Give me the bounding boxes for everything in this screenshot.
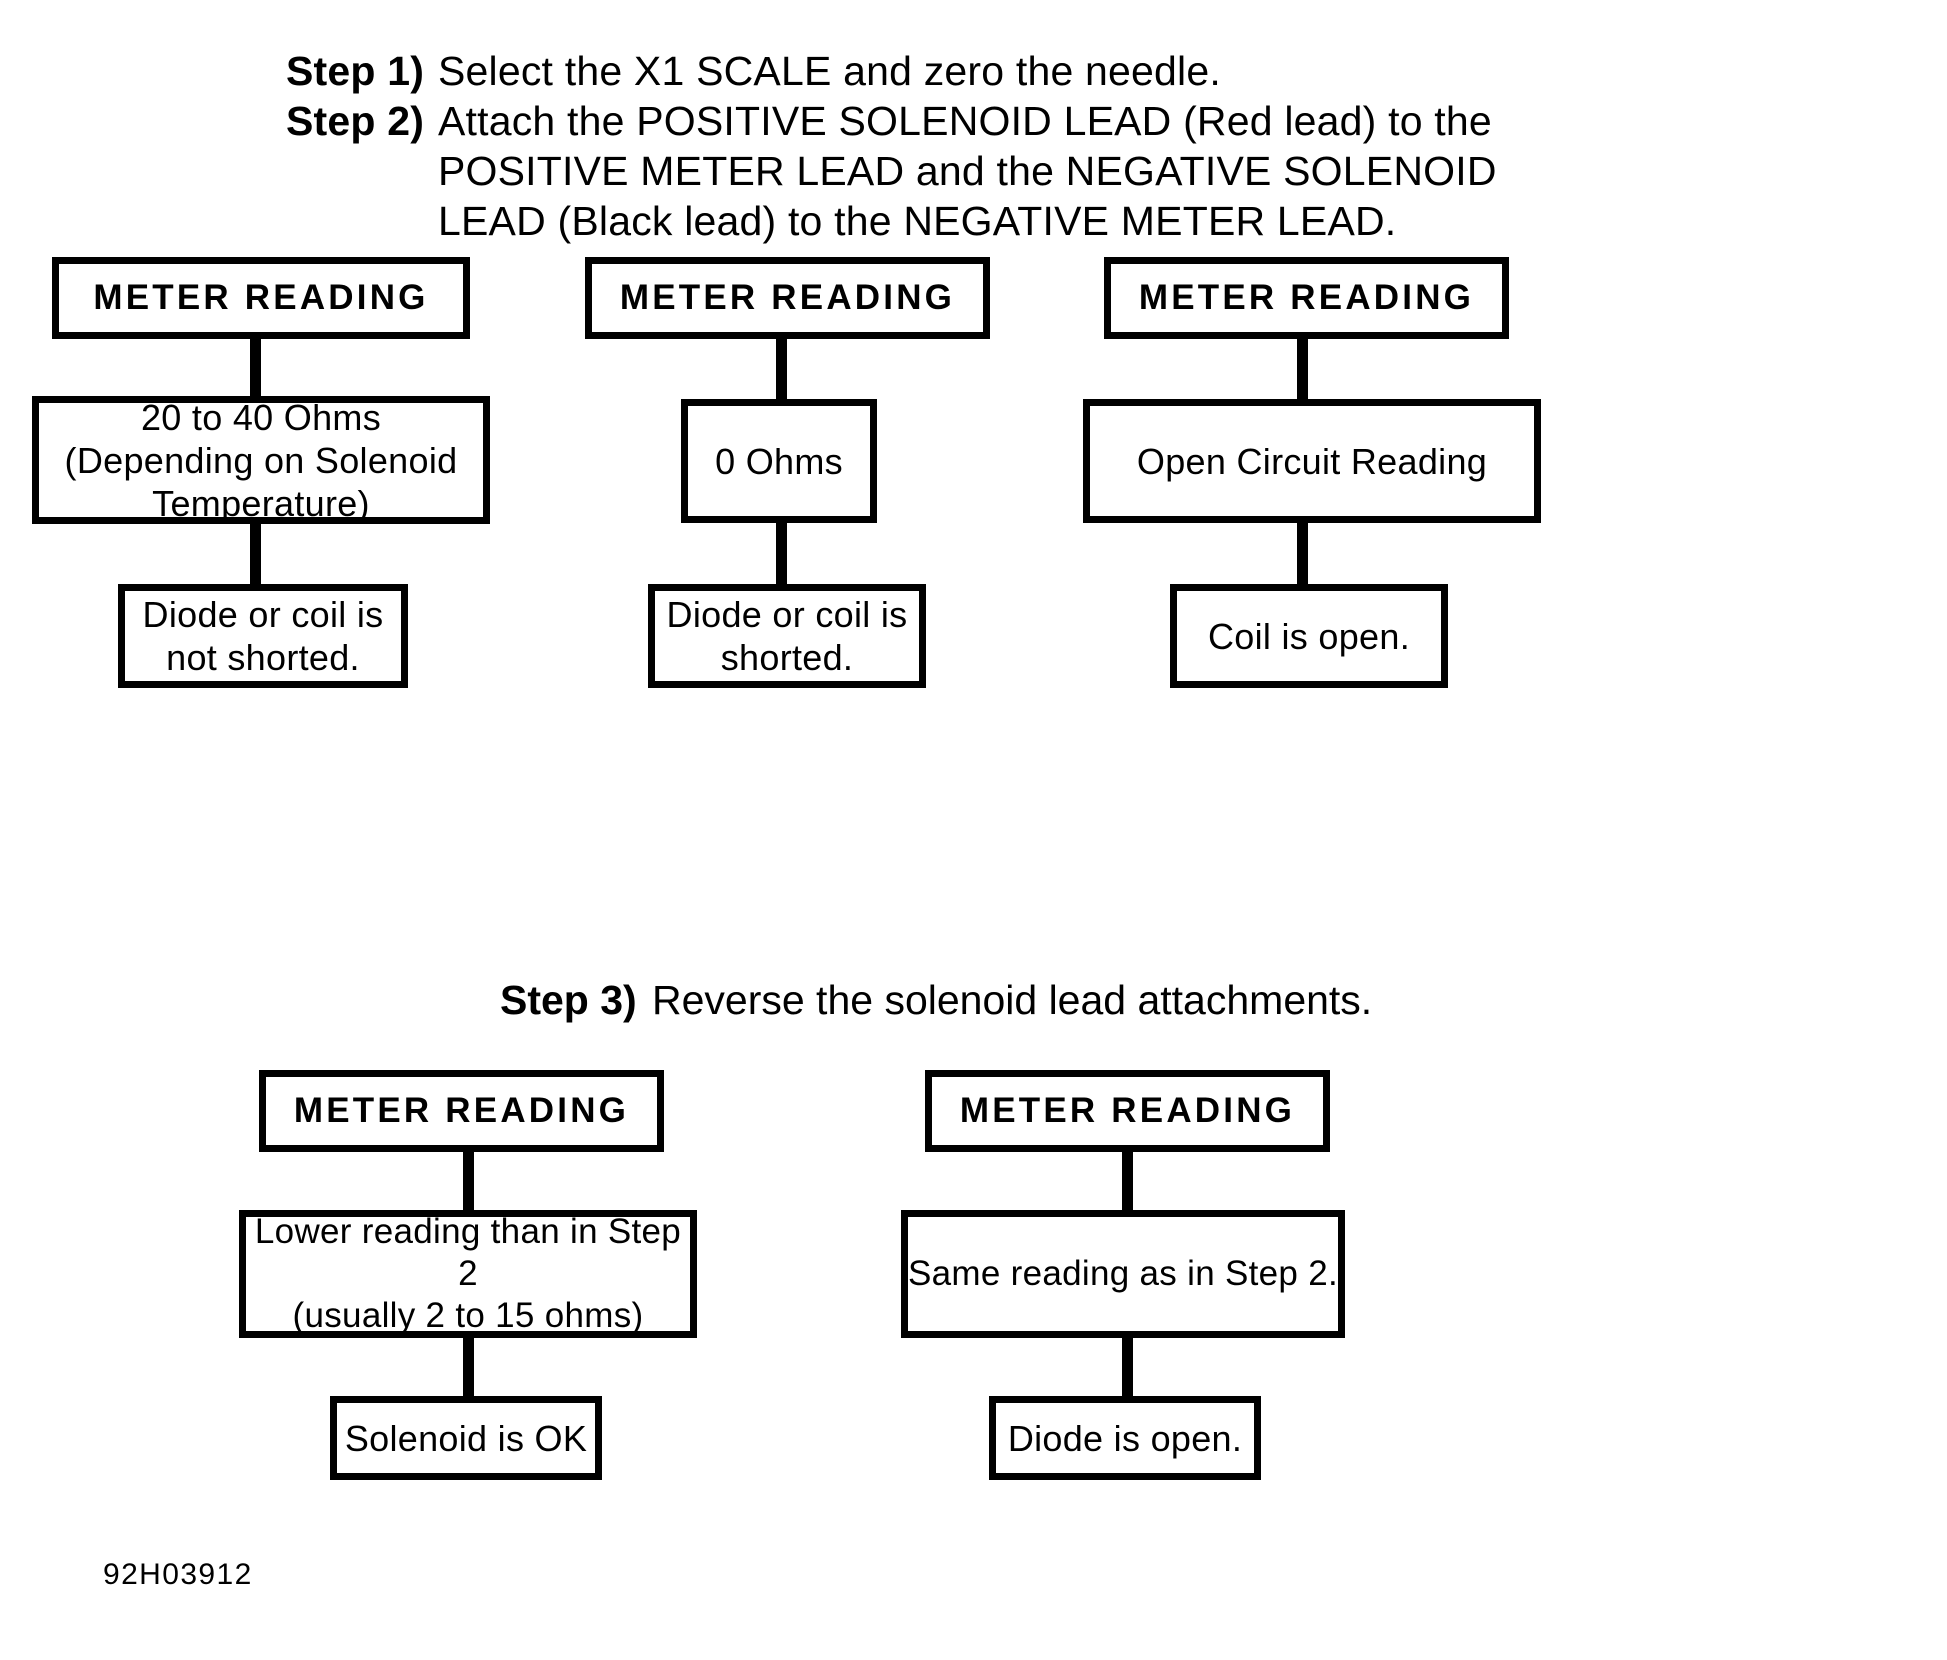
row2-col2-reading-box: Same reading as in Step 2.: [901, 1210, 1345, 1338]
step-1-line: Step 1) Select the X1 SCALE and zero the…: [286, 46, 1686, 96]
row2-col2-conclusion-box: Diode is open.: [989, 1396, 1261, 1480]
row1-col2-conclusion-line-2: shorted.: [720, 637, 854, 678]
row2-col1-reading-line-2: (usually 2 to 15 ohms): [292, 1296, 644, 1335]
row2-col1-connector-bottom: [463, 1334, 474, 1400]
row1-col1-meter-reading-header: METER READING: [52, 257, 470, 339]
step-3-text: Reverse the solenoid lead attachments.: [652, 977, 1373, 1023]
step-2-line-3: LEAD (Black lead) to the NEGATIVE METER …: [286, 196, 1686, 246]
row1-col3-header-text: METER READING: [1138, 278, 1475, 317]
row2-col2-connector-bottom: [1122, 1334, 1133, 1400]
row1-col1-conclusion-line-2: not shorted.: [166, 637, 360, 678]
row2-col1-conclusion-box: Solenoid is OK: [330, 1396, 602, 1480]
row1-col2-reading-box: 0 Ohms: [681, 399, 877, 523]
row1-col3-meter-reading-header: METER READING: [1104, 257, 1509, 339]
row1-col1-conclusion-box: Diode or coil is not shorted.: [118, 584, 408, 688]
row2-col2-connector-top: [1122, 1148, 1133, 1214]
row1-col1-reading-box: 20 to 40 Ohms (Depending on Solenoid Tem…: [32, 396, 490, 524]
step-2-text-line-3: LEAD (Black lead) to the NEGATIVE METER …: [438, 198, 1397, 244]
step-3-line: Step 3) Reverse the solenoid lead attach…: [500, 975, 1372, 1025]
row1-col3-reading-text: Open Circuit Reading: [1137, 440, 1487, 483]
row1-col3-conclusion-text: Coil is open.: [1208, 615, 1410, 658]
step-2-line-2: POSITIVE METER LEAD and the NEGATIVE SOL…: [286, 146, 1686, 196]
row1-col1-reading-line-1: 20 to 40 Ohms: [140, 396, 382, 438]
row2-col2-reading-line-1: Same reading as in Step 2.: [908, 1254, 1339, 1293]
row1-col1-conclusion-text: Diode or coil is not shorted.: [143, 593, 384, 679]
row2-col2-conclusion-text: Diode is open.: [1008, 1417, 1242, 1460]
row1-col3-reading-box: Open Circuit Reading: [1083, 399, 1541, 523]
row1-col2-meter-reading-header: METER READING: [585, 257, 990, 339]
row2-col1-reading-box-main: Lower reading than in Step 2 (usually 2 …: [239, 1210, 697, 1338]
row1-col3-reading-line-1: Open Circuit Reading: [1136, 440, 1488, 482]
row1-col2-connector-bottom: [776, 519, 787, 588]
row1-col1-reading-line-2: (Depending on Solenoid: [64, 439, 458, 481]
row2-col1-conclusion-line-1: Solenoid is OK: [344, 1417, 588, 1459]
row1-col2-connector-top: [776, 335, 787, 403]
row1-col2-header-text: METER READING: [619, 278, 956, 317]
row2-col2-conclusion-line-1: Diode is open.: [1007, 1417, 1243, 1459]
row1-col3-conclusion-line-1: Coil is open.: [1207, 615, 1410, 657]
step-3-label: Step 3): [500, 977, 637, 1023]
row2-col1-reading-line-1: Lower reading than in Step 2: [254, 1212, 682, 1293]
row1-col2-conclusion-box: Diode or coil is shorted.: [648, 584, 926, 688]
step-1-label: Step 1): [286, 48, 425, 94]
row1-col1-conclusion-line-1: Diode or coil is: [142, 594, 384, 635]
row1-col1-reading-text: 20 to 40 Ohms (Depending on Solenoid Tem…: [65, 396, 458, 525]
step-2-line-1: Step 2) Attach the POSITIVE SOLENOID LEA…: [286, 96, 1686, 146]
row2-col1-conclusion-text: Solenoid is OK: [345, 1417, 587, 1460]
row1-col2-reading-line-1: 0 Ohms: [715, 440, 843, 482]
row1-col2-reading-text: 0 Ohms: [715, 440, 843, 483]
step-2-label: Step 2): [286, 98, 425, 144]
row2-col2-reading-text: Same reading as in Step 2.: [908, 1253, 1338, 1295]
instruction-block: Step 1) Select the X1 SCALE and zero the…: [286, 46, 1686, 246]
figure-code: 92H03912: [103, 1558, 253, 1591]
row2-col1-reading-text: Lower reading than in Step 2 (usually 2 …: [246, 1211, 690, 1337]
row2-col1-connector-top: [463, 1148, 474, 1214]
row2-col1-meter-reading-header: METER READING: [259, 1070, 664, 1152]
row1-col3-connector-top: [1297, 335, 1308, 403]
row1-col1-connector-bottom: [250, 520, 261, 588]
row1-col3-conclusion-box: Coil is open.: [1170, 584, 1448, 688]
row2-col2-header-text: METER READING: [959, 1091, 1296, 1130]
step-1-text: Select the X1 SCALE and zero the needle.: [438, 48, 1221, 94]
row1-col1-header-text: METER READING: [93, 278, 429, 317]
step-2-text-line-1: Attach the POSITIVE SOLENOID LEAD (Red l…: [438, 98, 1492, 144]
step-2-text-line-2: POSITIVE METER LEAD and the NEGATIVE SOL…: [438, 148, 1497, 194]
row1-col1-reading-line-3: Temperature): [152, 482, 370, 524]
row1-col2-conclusion-line-1: Diode or coil is: [666, 594, 908, 635]
row2-col2-meter-reading-header: METER READING: [925, 1070, 1330, 1152]
row1-col3-connector-bottom: [1297, 519, 1308, 588]
row1-col2-conclusion-text: Diode or coil is shorted.: [667, 593, 908, 679]
row1-col1-connector-top: [250, 335, 261, 400]
row2-col1-header-text: METER READING: [293, 1091, 630, 1130]
